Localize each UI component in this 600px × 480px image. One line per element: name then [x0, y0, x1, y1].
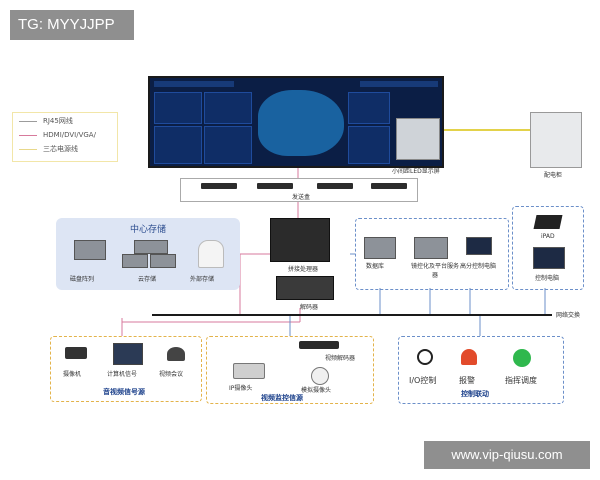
- cloud-storage-icon: [134, 240, 168, 254]
- ipad-label: iPAD: [541, 233, 555, 240]
- server-label: 镜控化及平台服务器: [410, 263, 459, 279]
- decoder-icon: [276, 276, 334, 300]
- splicer-label: 拼接处理器: [288, 266, 319, 273]
- storage-title: 中心存储: [130, 225, 167, 235]
- watermark: www.vip-qiusu.com: [424, 441, 590, 469]
- sender-box: [371, 183, 407, 189]
- network-switch-line: [152, 314, 552, 316]
- cabinet-label: 配电柜: [544, 172, 563, 179]
- mobile-control-group: iPAD 控制电脑: [512, 206, 584, 290]
- legend-item: RJ45网线: [19, 117, 115, 126]
- external-storage-icon: [198, 240, 224, 268]
- map-graphic: [258, 90, 344, 156]
- cloud-storage-icon: [122, 254, 148, 268]
- image-tag: TG: MYYJJPP: [10, 10, 134, 40]
- splicer-processor-icon: [270, 218, 330, 262]
- decoder-label: 解码器: [300, 304, 319, 311]
- video-item-label: 视频解码器: [325, 355, 356, 362]
- legend-item: 三芯电源线: [19, 145, 115, 154]
- led-display-wall: [148, 76, 444, 168]
- ip-camera-icon: [233, 363, 265, 379]
- sender-box: [317, 183, 353, 189]
- network-label: 网络交换: [556, 312, 581, 319]
- video-item-label: 模拟摄像头: [301, 387, 332, 394]
- video-item-label: IP摄像头: [229, 385, 253, 392]
- analog-camera-icon: [311, 367, 329, 385]
- storage-item-label: 磁盘阵列: [70, 276, 95, 283]
- control-pc-label: 控制电脑: [535, 275, 560, 282]
- power-icon: [417, 349, 433, 365]
- legend: RJ45网线 HDMI/DVI/VGA/ 三芯电源线: [12, 112, 118, 162]
- control-pc-icon: [533, 247, 565, 269]
- control-item-label: 报警: [459, 376, 475, 385]
- sender-box: [257, 183, 293, 189]
- led-closeup-photo: [396, 118, 440, 160]
- control-item-label: I/O控制: [409, 376, 437, 385]
- legend-item: HDMI/DVI/VGA/: [19, 131, 115, 140]
- av-source-group: 摄像机 计算机信号 视频会议 音视频信号源: [50, 336, 202, 402]
- ipad-icon: [533, 215, 563, 229]
- server-label: 数据库: [366, 263, 385, 270]
- av-item-label: 视频会议: [159, 371, 184, 378]
- video-conference-icon: [167, 347, 185, 361]
- sender-label: 发送盒: [292, 194, 311, 201]
- computer-icon: [113, 343, 143, 365]
- video-source-group: 视频解码器 IP摄像头 模拟摄像头 视频监控信源: [206, 336, 374, 404]
- av-item-label: 摄像机: [63, 371, 82, 378]
- server-label: 高分控制电脑: [460, 263, 497, 270]
- control-item-label: 指挥调度: [505, 376, 537, 385]
- sender-box: [201, 183, 237, 189]
- control-linkage-group: I/O控制 报警 指挥调度 控制联动: [398, 336, 564, 404]
- camera-icon: [65, 347, 87, 359]
- power-cabinet: [530, 112, 582, 168]
- disk-array-icon: [74, 240, 106, 260]
- central-storage-panel: 中心存储 磁盘阵列 云存储 外部存储: [56, 218, 240, 290]
- storage-item-label: 外部存储: [190, 276, 215, 283]
- server-group: 数据库 镜控化及平台服务器 高分控制电脑: [355, 218, 509, 290]
- dispatch-icon: [513, 349, 531, 367]
- video-decoder-icon: [299, 341, 339, 349]
- control-title: 控制联动: [461, 390, 489, 398]
- cloud-storage-icon: [150, 254, 176, 268]
- av-source-title: 音视频信号源: [103, 388, 145, 396]
- av-item-label: 计算机信号: [107, 371, 138, 378]
- led-wall-label: 小间距LED显示屏: [392, 168, 440, 175]
- alarm-icon: [461, 349, 477, 365]
- monitor-icon: [466, 237, 492, 255]
- storage-item-label: 云存储: [138, 276, 157, 283]
- platform-server-icon: [414, 237, 448, 259]
- video-source-title: 视频监控信源: [261, 394, 303, 402]
- sender-group: [180, 178, 418, 202]
- database-server-icon: [364, 237, 396, 259]
